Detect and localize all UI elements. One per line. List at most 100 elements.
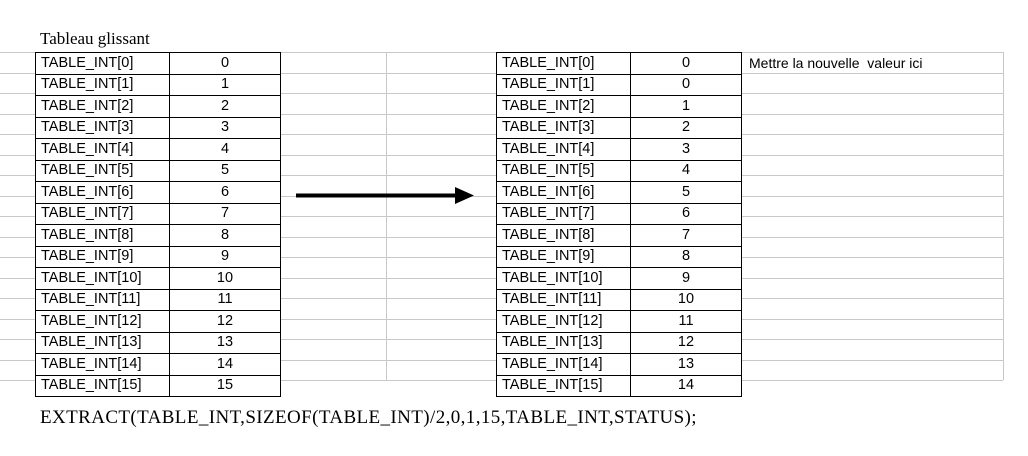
cell-label: TABLE_INT[10] [496, 267, 631, 290]
table-row: TABLE_INT[12]12 [35, 310, 281, 333]
cell-value: 4 [630, 159, 742, 182]
cell-value: 4 [169, 138, 281, 161]
cell-label: TABLE_INT[12] [35, 310, 170, 333]
cell-value: 7 [630, 224, 742, 247]
cell-label: TABLE_INT[15] [496, 374, 631, 397]
table-row: TABLE_INT[2]1 [496, 95, 742, 118]
gridline-vertical [386, 52, 387, 380]
cell-label: TABLE_INT[14] [35, 353, 170, 376]
cell-value: 12 [630, 331, 742, 354]
table-row: TABLE_INT[9]8 [496, 245, 742, 268]
cell-label: TABLE_INT[0] [35, 52, 170, 75]
cell-label: TABLE_INT[2] [35, 95, 170, 118]
cell-label: TABLE_INT[15] [35, 374, 170, 397]
cell-label: TABLE_INT[6] [35, 181, 170, 204]
cell-value: 7 [169, 202, 281, 225]
right-arrow-icon [292, 180, 482, 212]
cell-label: TABLE_INT[2] [496, 95, 631, 118]
table-row: TABLE_INT[10]9 [496, 267, 742, 290]
cell-value: 0 [630, 73, 742, 96]
cell-label: TABLE_INT[14] [496, 353, 631, 376]
cell-value: 1 [630, 95, 742, 118]
cell-label: TABLE_INT[11] [496, 288, 631, 311]
cell-value: 3 [630, 138, 742, 161]
cell-value: 13 [169, 331, 281, 354]
cell-label: TABLE_INT[0] [496, 52, 631, 75]
table-row: TABLE_INT[5]5 [35, 159, 281, 182]
table-row: TABLE_INT[1]1 [35, 73, 281, 96]
table-row: TABLE_INT[0]0 [35, 52, 281, 75]
cell-label: TABLE_INT[8] [496, 224, 631, 247]
cell-value: 10 [169, 267, 281, 290]
cell-label: TABLE_INT[6] [496, 181, 631, 204]
cell-value: 0 [169, 52, 281, 75]
cell-label: TABLE_INT[9] [496, 245, 631, 268]
table-row: TABLE_INT[5]4 [496, 159, 742, 182]
cell-label: TABLE_INT[13] [496, 331, 631, 354]
table-row: TABLE_INT[0]0 [496, 52, 742, 75]
cell-value: 14 [169, 353, 281, 376]
cell-label: TABLE_INT[3] [35, 116, 170, 139]
cell-label: TABLE_INT[10] [35, 267, 170, 290]
cell-value: 1 [169, 73, 281, 96]
table-row: TABLE_INT[7]7 [35, 202, 281, 225]
table-row: TABLE_INT[8]7 [496, 224, 742, 247]
table-row: TABLE_INT[1]0 [496, 73, 742, 96]
cell-label: TABLE_INT[3] [496, 116, 631, 139]
table-row: TABLE_INT[9]9 [35, 245, 281, 268]
table-row: TABLE_INT[11]10 [496, 288, 742, 311]
table-row: TABLE_INT[15]14 [496, 374, 742, 397]
cell-value: 14 [630, 374, 742, 397]
cell-label: TABLE_INT[13] [35, 331, 170, 354]
cell-value: 11 [630, 310, 742, 333]
cell-value: 2 [169, 95, 281, 118]
table-row: TABLE_INT[7]6 [496, 202, 742, 225]
cell-label: TABLE_INT[5] [35, 159, 170, 182]
cell-value: 8 [169, 224, 281, 247]
cell-value: 6 [169, 181, 281, 204]
cell-value: 8 [630, 245, 742, 268]
table-row: TABLE_INT[15]15 [35, 374, 281, 397]
cell-label: TABLE_INT[4] [496, 138, 631, 161]
cell-value: 9 [630, 267, 742, 290]
cell-label: TABLE_INT[4] [35, 138, 170, 161]
cell-value: 13 [630, 353, 742, 376]
cell-value: 5 [169, 159, 281, 182]
cell-label: TABLE_INT[1] [35, 73, 170, 96]
table-row: TABLE_INT[8]8 [35, 224, 281, 247]
cell-label: TABLE_INT[7] [496, 202, 631, 225]
table-row: TABLE_INT[3]2 [496, 116, 742, 139]
cell-label: TABLE_INT[7] [35, 202, 170, 225]
cell-label: TABLE_INT[1] [496, 73, 631, 96]
cell-label: TABLE_INT[8] [35, 224, 170, 247]
cell-value: 11 [169, 288, 281, 311]
cell-label: TABLE_INT[12] [496, 310, 631, 333]
cell-value: 15 [169, 374, 281, 397]
table-row: TABLE_INT[14]14 [35, 353, 281, 376]
cell-value: 2 [630, 116, 742, 139]
cell-value: 3 [169, 116, 281, 139]
table-row: TABLE_INT[12]11 [496, 310, 742, 333]
table-row: TABLE_INT[11]11 [35, 288, 281, 311]
table-row: TABLE_INT[10]10 [35, 267, 281, 290]
cell-value: 12 [169, 310, 281, 333]
cell-value: 5 [630, 181, 742, 204]
table-row: TABLE_INT[6]6 [35, 181, 281, 204]
table-row: TABLE_INT[4]4 [35, 138, 281, 161]
table-row: TABLE_INT[14]13 [496, 353, 742, 376]
table-row: TABLE_INT[2]2 [35, 95, 281, 118]
table-row: TABLE_INT[4]3 [496, 138, 742, 161]
code-line: EXTRACT(TABLE_INT,SIZEOF(TABLE_INT)/2,0,… [40, 407, 697, 428]
table-row: TABLE_INT[3]3 [35, 116, 281, 139]
table-row: TABLE_INT[6]5 [496, 181, 742, 204]
cell-value: 6 [630, 202, 742, 225]
table-row: TABLE_INT[13]12 [496, 331, 742, 354]
annotation-note: Mettre la nouvelle valeur ici [749, 55, 923, 71]
cell-label: TABLE_INT[5] [496, 159, 631, 182]
cell-value: 10 [630, 288, 742, 311]
cell-value: 0 [630, 52, 742, 75]
